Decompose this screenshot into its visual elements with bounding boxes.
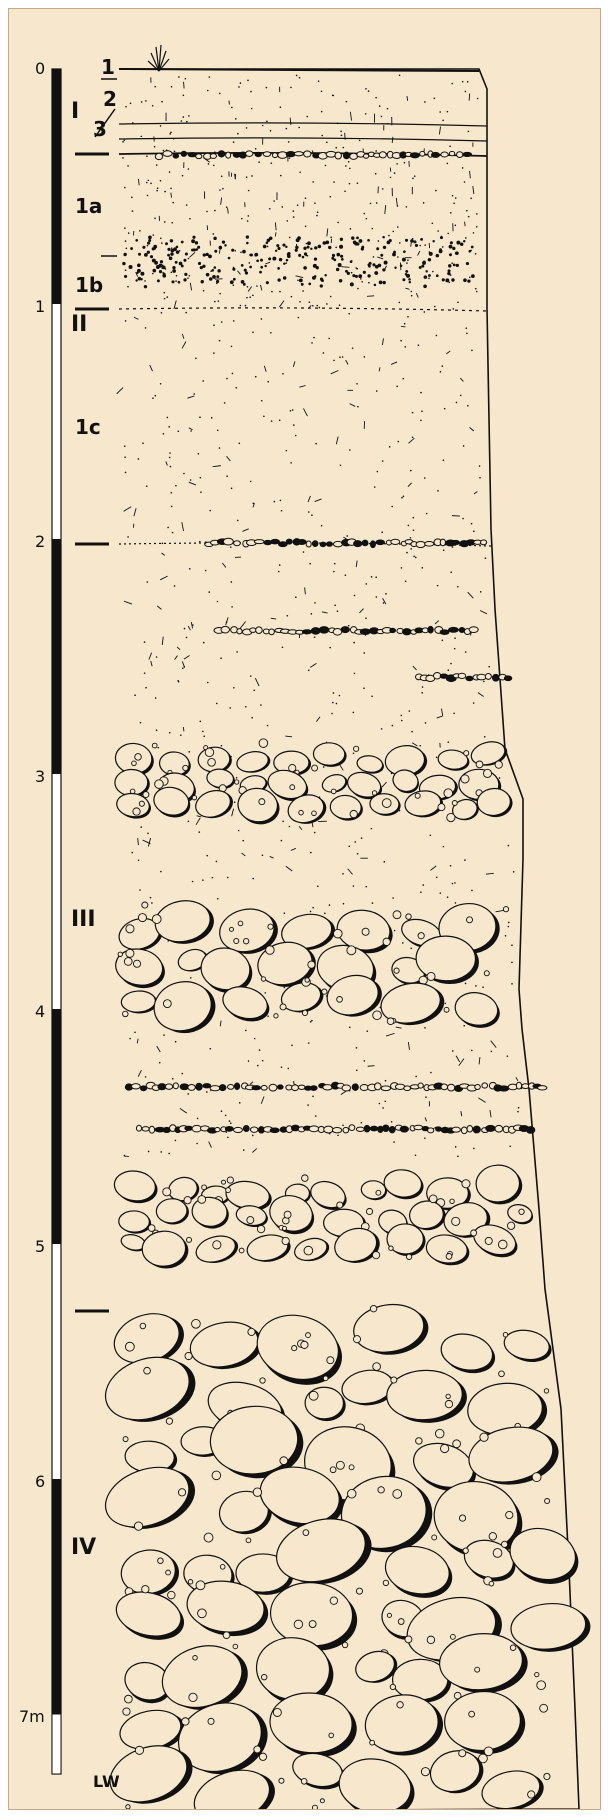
scale-segment-black-0 xyxy=(52,69,61,304)
pebble-band-right-III xyxy=(415,673,511,682)
boundary-2-3 xyxy=(119,138,487,141)
scale-segment-black-6 xyxy=(52,1479,61,1714)
zone-label-III: III xyxy=(71,909,96,931)
scale-label-5: 5 xyxy=(35,1239,45,1255)
scale-label-0: 0 xyxy=(35,61,45,77)
scale-label-2: 2 xyxy=(35,534,45,550)
pebble-band-upper-III xyxy=(214,626,478,635)
layer-label-1a: 1a xyxy=(75,196,102,216)
scale-label-3: 3 xyxy=(35,769,45,785)
scale-label-6: 6 xyxy=(35,1474,45,1490)
scale-segment-end xyxy=(52,1714,61,1774)
figure-frame: 0 1 2 3 4 5 6 7m I II III IV 1 2 3 1a 1b… xyxy=(8,8,601,1810)
scale-segment-black-2 xyxy=(52,539,61,774)
zone-label-II: II xyxy=(71,314,87,336)
layer-label-1: 1 xyxy=(101,57,115,77)
pebble-band-zone-I xyxy=(155,151,471,160)
zone-label-I: I xyxy=(71,101,79,123)
scale-label-7m: 7m xyxy=(19,1709,45,1725)
cobble-lens-5m xyxy=(112,1164,535,1270)
scale-segment-black-4 xyxy=(52,1009,61,1244)
layer-label-3: 3 xyxy=(93,119,107,139)
pebble-band-4m xyxy=(125,1082,547,1091)
layer-label-2: 2 xyxy=(103,89,117,109)
zone-label-IV: IV xyxy=(71,1537,96,1559)
boulder-gravel-zone-IV xyxy=(97,1300,593,1810)
layer-label-1c: 1c xyxy=(75,417,101,437)
scale-label-1: 1 xyxy=(35,299,45,315)
cobble-lens-3-5m xyxy=(113,896,509,1039)
pebble-band-4m-lower xyxy=(136,1125,534,1134)
base-label-lw: LW xyxy=(93,1774,120,1790)
layer-label-1b: 1b xyxy=(75,275,103,295)
cobble-lens-3m xyxy=(114,738,514,828)
grass-tuft-icon xyxy=(148,45,169,71)
scale-label-4: 4 xyxy=(35,1004,45,1020)
boundary-1-2 xyxy=(119,123,487,126)
pebble-band-2m xyxy=(205,538,487,547)
